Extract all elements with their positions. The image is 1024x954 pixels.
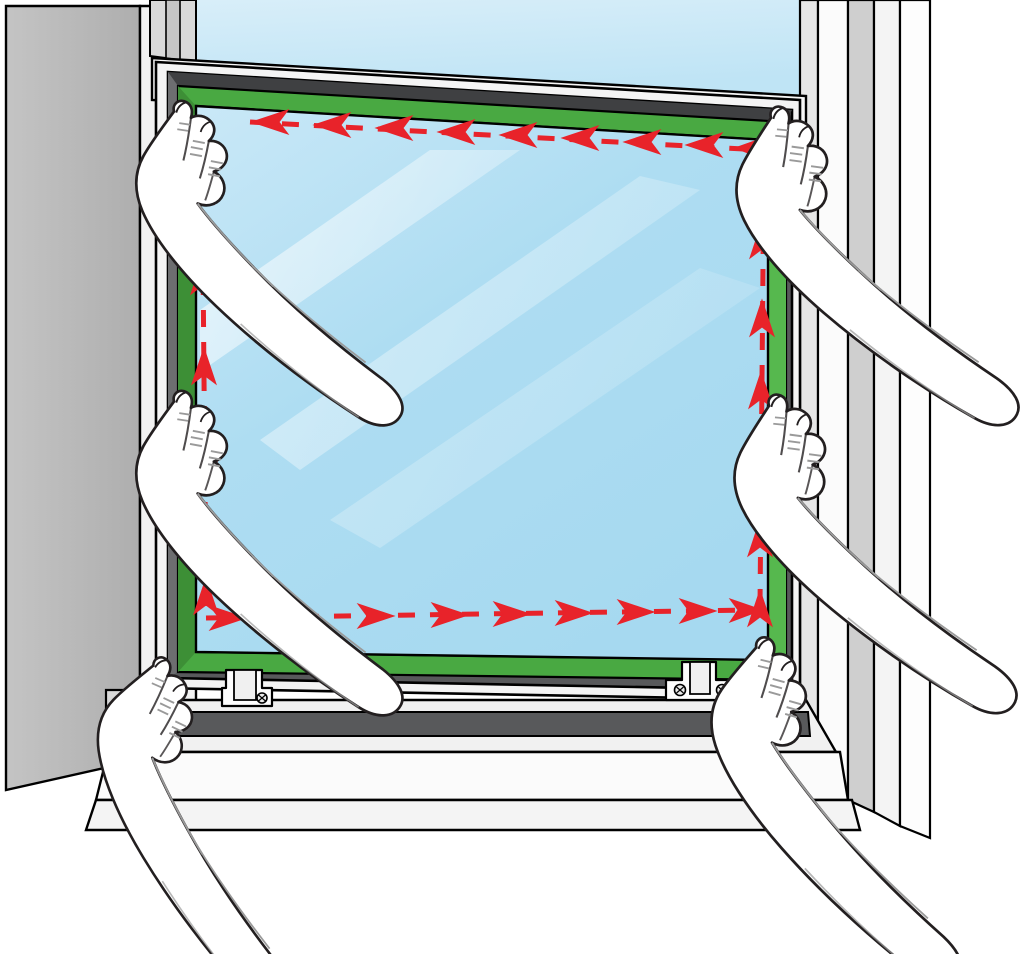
sash-glass	[194, 104, 770, 662]
window-jamb-right	[798, 0, 932, 840]
tilt-latch-left	[220, 668, 274, 708]
window-sill	[84, 688, 862, 832]
arrow-segment-bottom-edge	[205, 598, 764, 631]
arrow-segment-top-edge	[249, 109, 768, 162]
